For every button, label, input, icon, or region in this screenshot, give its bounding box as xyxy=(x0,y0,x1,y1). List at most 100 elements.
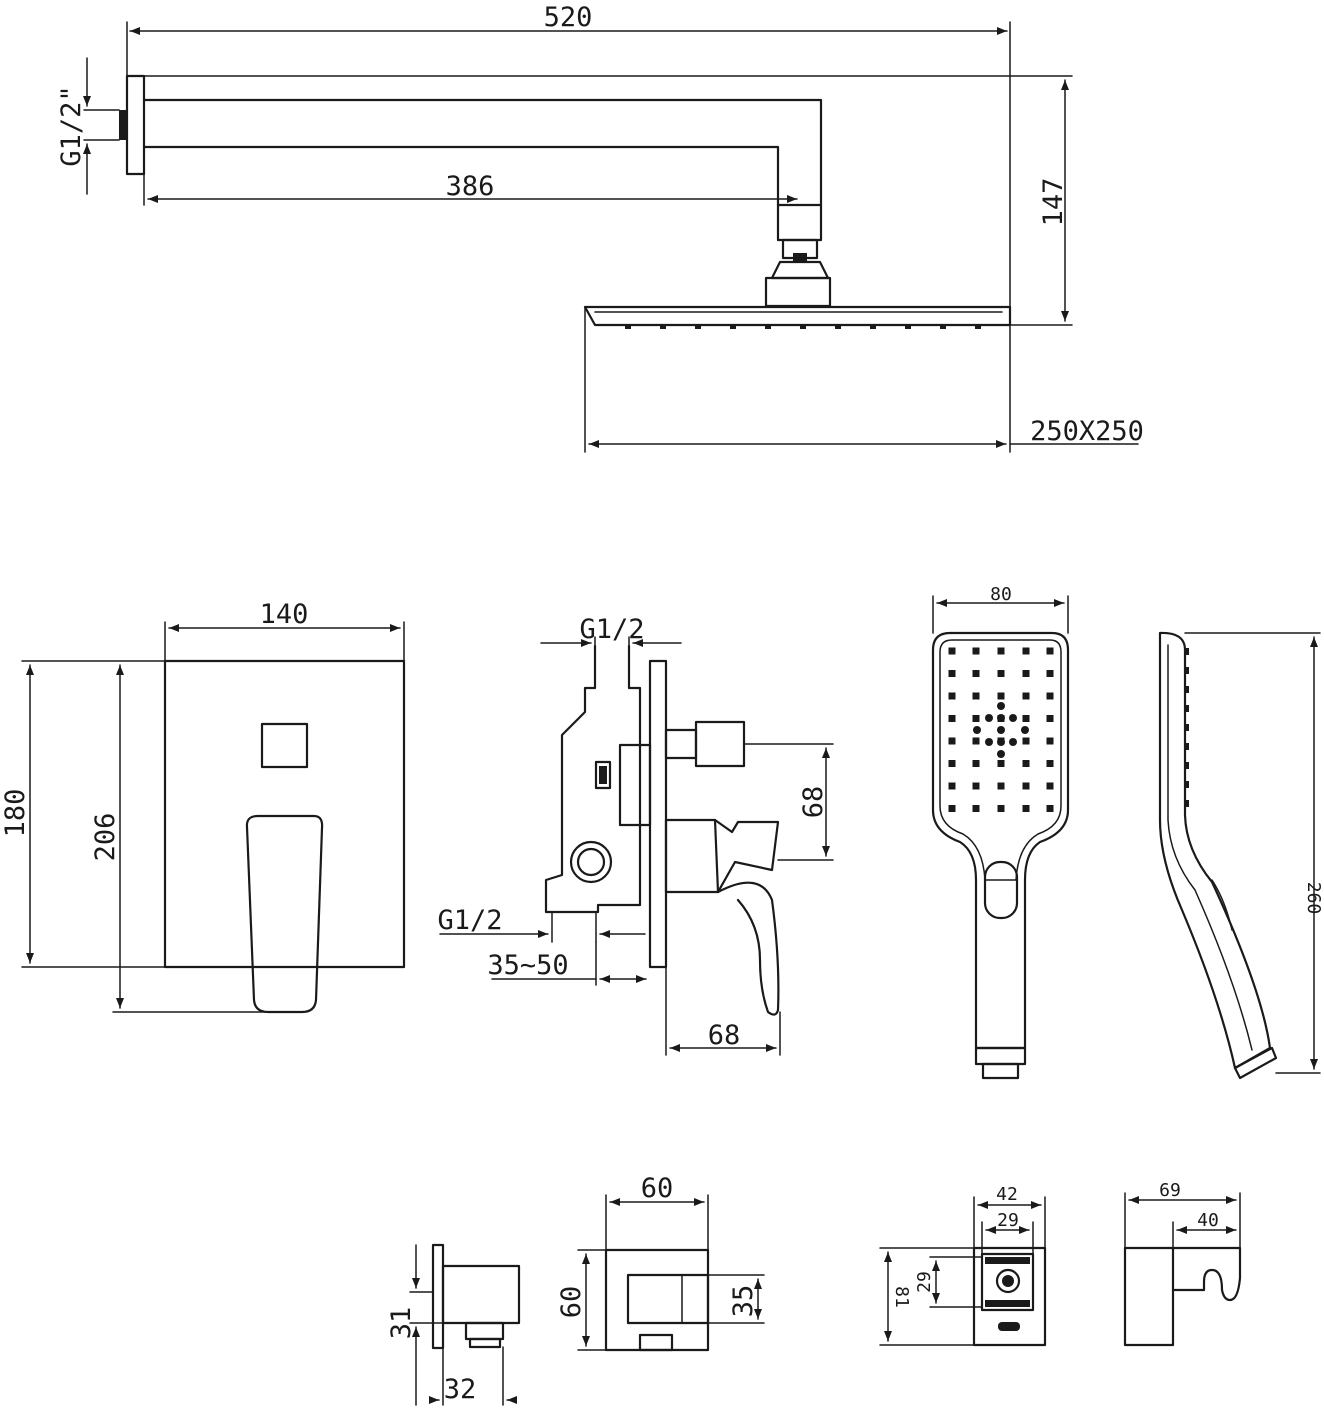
dim-elbow-height: 31 xyxy=(386,1307,417,1340)
spray-nozzle xyxy=(972,692,980,700)
center-nozzle xyxy=(1009,714,1017,722)
diverter-slot xyxy=(594,760,612,790)
center-nozzle xyxy=(997,750,1005,758)
dim-elbow-depth: 32 xyxy=(444,1374,477,1405)
spray-nozzle xyxy=(1022,647,1030,655)
dim-elbow-plate-width: 60 xyxy=(641,1173,674,1204)
dim-projection: 68 xyxy=(708,1020,741,1051)
spray-nozzle xyxy=(972,715,980,722)
spray-nozzle xyxy=(1046,647,1054,655)
spray-nozzle xyxy=(997,670,1005,677)
side-nozzles xyxy=(1185,648,1189,807)
hand-shower-side-view: 260 xyxy=(1158,631,1324,1080)
shower-head xyxy=(583,305,1012,327)
spray-nozzle xyxy=(948,647,956,655)
dim-hand-shower-width: 80 xyxy=(990,584,1012,605)
hand-shower-profile xyxy=(1158,631,1272,1070)
shower-arm xyxy=(142,98,823,207)
center-nozzle xyxy=(1009,738,1017,746)
center-nozzle xyxy=(997,726,1005,734)
spray-nozzle xyxy=(997,647,1005,655)
spray-nozzle xyxy=(948,760,956,767)
dim-holder-depth: 69 xyxy=(1159,1180,1181,1201)
spray-nozzle xyxy=(972,737,980,745)
lever-handle xyxy=(716,881,780,1016)
holder-clip-side xyxy=(1171,1246,1242,1302)
head-nozzle xyxy=(765,325,771,329)
valve-body xyxy=(544,644,642,914)
center-nozzle xyxy=(985,738,993,746)
spray-nozzle xyxy=(1046,805,1054,812)
center-nozzle xyxy=(985,714,993,722)
elbow-body-side xyxy=(441,1264,521,1325)
mode-button xyxy=(983,860,1019,920)
spray-nozzle xyxy=(1022,715,1030,722)
dim-hand-shower-length: 260 xyxy=(1303,882,1324,915)
dim-arm-length: 386 xyxy=(446,171,495,202)
head-nozzle xyxy=(940,325,946,329)
mixer-front-view: 140 180 206 xyxy=(0,599,406,1014)
diverter-stem xyxy=(664,728,698,760)
dim-holder-inner-height: 29 xyxy=(914,1271,935,1293)
side-nozzle xyxy=(1185,743,1189,750)
diverter-knob xyxy=(694,720,746,768)
holder-screw xyxy=(995,1268,1021,1294)
dim-total-height: 206 xyxy=(90,813,121,862)
outlet-port-outer xyxy=(569,840,613,884)
dim-outlet-thread: G1/2 xyxy=(437,905,502,936)
diverter-button xyxy=(260,722,309,769)
holder-clip-front xyxy=(980,1252,1035,1312)
head-nozzle xyxy=(660,325,666,329)
spray-nozzle xyxy=(1046,737,1054,745)
head-nozzle xyxy=(800,325,806,329)
dim-holder-clip-depth: 40 xyxy=(1197,1210,1219,1231)
spray-nozzle xyxy=(1046,670,1054,677)
spray-nozzle xyxy=(1022,805,1030,812)
head-nozzles xyxy=(625,325,981,329)
spray-nozzle xyxy=(972,805,980,812)
head-nozzle xyxy=(695,325,701,329)
head-nozzle xyxy=(625,325,631,329)
spray-nozzle xyxy=(948,715,956,722)
dim-holder-inner-width: 29 xyxy=(997,1210,1019,1231)
spray-nozzle xyxy=(972,647,980,655)
center-nozzle xyxy=(973,726,981,734)
side-connector xyxy=(1233,1046,1278,1080)
dim-overall-length: 520 xyxy=(544,2,593,33)
spray-nozzle xyxy=(1022,760,1030,767)
dim-cartridge-spacing: 68 xyxy=(798,786,829,819)
holder-side-view: 69 40 xyxy=(1123,1180,1242,1347)
side-nozzle xyxy=(1185,762,1189,769)
holder-front-view: 42 29 29 81 xyxy=(879,1184,1047,1347)
wall-elbow-front-view: 60 60 35 xyxy=(556,1173,765,1352)
elbow-outlet-side xyxy=(464,1321,505,1341)
side-nozzle xyxy=(1185,800,1189,807)
dim-elbow-inner: 35 xyxy=(728,1285,759,1318)
holder-plate-front xyxy=(972,1246,1047,1347)
head-nozzle xyxy=(905,325,911,329)
head-nozzle xyxy=(975,325,981,329)
spray-nozzle xyxy=(948,805,956,812)
spray-nozzle xyxy=(1046,760,1054,767)
spray-nozzle xyxy=(948,737,956,745)
spray-nozzle xyxy=(997,692,1005,700)
wall-elbow-side-view: 31 32 xyxy=(386,1243,521,1406)
dim-wall-thread: G1/2" xyxy=(56,85,87,166)
center-nozzle xyxy=(997,714,1005,722)
wall-thread xyxy=(119,110,127,140)
dim-holder-width: 42 xyxy=(996,1184,1018,1205)
spray-nozzle xyxy=(997,805,1005,812)
mixer-lever xyxy=(245,814,324,1014)
head-neck xyxy=(770,260,830,280)
side-nozzle xyxy=(1185,686,1189,693)
mixer-side-view: G1/2 68 G1/2 35~50 68 xyxy=(437,614,834,1056)
holder-plate-side xyxy=(1123,1246,1175,1347)
spray-nozzle xyxy=(997,782,1005,790)
side-nozzle xyxy=(1185,648,1189,655)
side-cover-plate xyxy=(648,659,668,969)
spray-nozzle xyxy=(997,760,1005,767)
head-nozzle xyxy=(835,325,841,329)
dim-inlet-thread: G1/2 xyxy=(579,614,644,645)
spray-nozzle xyxy=(1046,692,1054,700)
